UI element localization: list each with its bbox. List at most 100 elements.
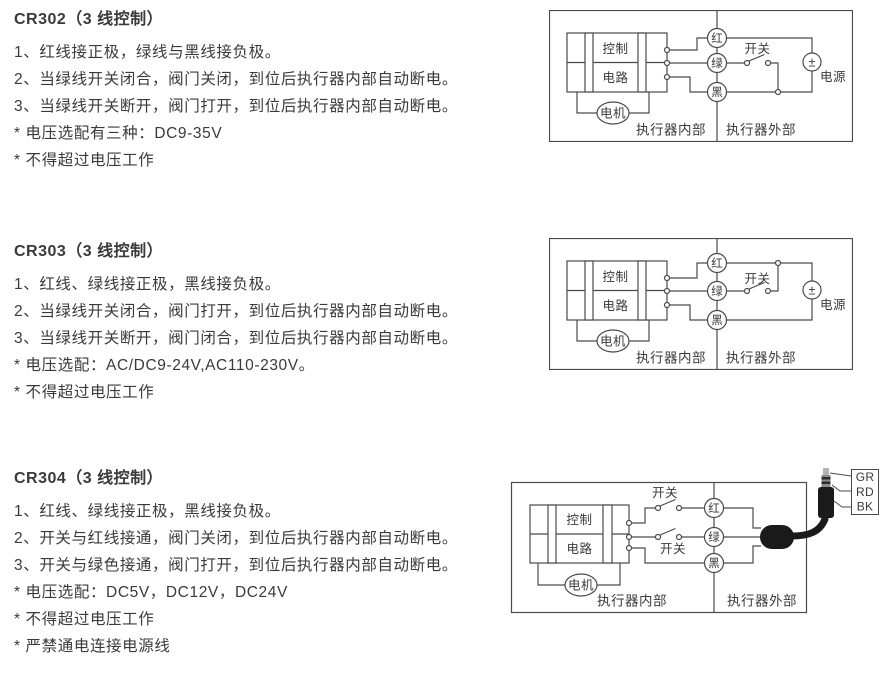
actuator-bar-left <box>547 504 557 564</box>
terminal-dot <box>625 519 633 527</box>
section-title-cr303: CR303（3 线控制） <box>14 243 164 260</box>
diagram-lines <box>510 481 808 614</box>
terminal-red-icon <box>703 497 725 519</box>
actuator-bar-right <box>637 260 647 321</box>
instruction-line: 2、当绿线开关闭合，阀门关闭，到位后执行器内部自动断电。 <box>14 71 458 88</box>
motor-wires <box>576 92 650 114</box>
actuator-outside-label: 执行器外部 <box>726 351 796 366</box>
switch-blade <box>659 498 676 507</box>
wire-label-black: 黑 <box>708 557 720 570</box>
motor-label: 电机 <box>600 335 626 349</box>
instruction-line: 1、红线、绿线接正极，黑线接负极。 <box>14 503 281 520</box>
switch-label: 开关 <box>744 272 770 286</box>
switch-blade <box>748 281 765 290</box>
plug-tip <box>823 468 829 476</box>
wire-label-green: 绿 <box>708 530 720 544</box>
motor-label: 电机 <box>600 107 626 121</box>
plug-ring-band <box>821 481 831 484</box>
terminal-black-icon <box>706 81 728 103</box>
terminal-red-icon <box>706 252 728 274</box>
switch-contact <box>743 287 751 295</box>
terminal-black-icon <box>703 552 725 574</box>
instruction-line: * 不得超过电压工作 <box>14 611 155 628</box>
terminal-dot <box>663 73 671 81</box>
pin-label-rd: RD <box>856 485 874 499</box>
wire-red-left <box>631 507 656 524</box>
section-cr303-text: CR303（3 线控制） 1、红线、绿线接正极，黑线接负极。 2、当绿线开关闭合… <box>14 240 458 406</box>
actuator-bar-right <box>602 504 613 564</box>
wire-red-right <box>726 37 813 53</box>
wire-black-left <box>631 547 704 564</box>
motor-label: 电机 <box>568 579 594 593</box>
junction-dot <box>774 259 782 267</box>
actuator-bar-left <box>584 32 594 93</box>
instruction-line: 2、开关与红线接通，阀门关闭，到位后执行器内部自动断电。 <box>14 530 458 547</box>
diagram-labels: 控制 电路 电机 红 绿 黑 开关 ± 电源 执行器内部 执行器外部 <box>600 257 846 366</box>
wire-red-left <box>669 262 707 279</box>
control-circuit-label: 电路 <box>602 298 628 313</box>
instruction-line: * 严禁通电连接电源线 <box>14 638 171 655</box>
terminal-dot <box>663 274 671 282</box>
pin-leader-lines <box>829 469 879 515</box>
wire-red-right <box>723 507 761 529</box>
pin-label-gr: GR <box>856 470 875 484</box>
control-circuit-label: 控制 <box>566 513 592 527</box>
switch-label-top: 开关 <box>652 486 678 500</box>
diagram-border <box>510 481 808 614</box>
terminal-dot <box>625 533 633 541</box>
instruction-line: 1、红线接正极，绿线与黑线接负极。 <box>14 44 281 61</box>
pin-line-gr <box>829 472 852 477</box>
wire-label-red: 红 <box>708 502 720 515</box>
wire-black-right <box>726 299 813 321</box>
instruction-line: 2、当绿线开关闭合，阀门打开，到位后执行器内部自动断电。 <box>14 303 458 320</box>
switch-contact <box>764 287 772 295</box>
terminal-red-icon <box>706 27 728 49</box>
diagram-border <box>549 238 853 370</box>
motor-wires <box>576 320 650 342</box>
switch-contact <box>675 533 683 541</box>
wiring-diagram-cr304: GR RD BK 控制 电路 电机 开关 开关 红 绿 黑 执行器内部 执行器外… <box>510 468 879 614</box>
instruction-line: 3、开关与绿色接通，阀门打开，到位后执行器内部自动断电。 <box>14 557 458 574</box>
power-label: 电源 <box>820 70 846 84</box>
instruction-line: 3、当绿线开关断开，阀门打开，到位后执行器内部自动断电。 <box>14 98 458 115</box>
wire-red-left <box>669 37 707 51</box>
terminal-black-icon <box>706 309 728 331</box>
instruction-line: 3、当绿线开关断开，阀门闭合，到位后执行器内部自动断电。 <box>14 330 458 347</box>
switch-contact <box>764 59 772 67</box>
cable <box>787 515 829 540</box>
pin-label-box <box>851 469 879 515</box>
switch-blade <box>748 53 765 62</box>
instruction-line: 1、红线、绿线接正极，黑线接负极。 <box>14 276 281 293</box>
motor-icon <box>596 101 630 125</box>
terminal-dot <box>663 301 671 309</box>
actuator-outside-label: 执行器外部 <box>727 594 797 609</box>
plug-rings <box>821 475 831 487</box>
switch-contact <box>743 59 751 67</box>
actuator-bar-right <box>637 32 647 93</box>
cable-and-plug: GR RD BK <box>760 468 879 549</box>
control-circuit-label: 控制 <box>602 270 628 284</box>
wire-black-left <box>669 304 707 321</box>
instruction-line: * 不得超过电压工作 <box>14 384 155 401</box>
diagram-labels: 控制 电路 电机 红 绿 黑 开关 ± 电源 执行器内部 执行器外部 <box>600 32 846 138</box>
wire-label-black: 黑 <box>711 314 723 327</box>
wire-switch-to-red <box>770 265 779 292</box>
motor-icon <box>564 573 598 597</box>
pin-line-rd <box>831 484 851 492</box>
wire-label-red: 红 <box>711 257 723 270</box>
instruction-line: * 不得超过电压工作 <box>14 152 155 169</box>
control-circuit-label: 电路 <box>602 70 628 85</box>
actuator-inside-label: 执行器内部 <box>636 351 706 366</box>
instruction-line: * 电压选配：DC5V，DC12V，DC24V <box>14 584 288 601</box>
wiring-diagram-cr302: 控制 电路 电机 红 绿 黑 开关 ± 电源 执行器内部 执行器外部 <box>549 10 853 142</box>
terminal-green-icon <box>706 280 728 302</box>
wire-black-right <box>723 545 761 564</box>
switch-contact <box>654 533 662 541</box>
power-source-icon <box>802 52 822 72</box>
wire-label-green: 绿 <box>711 284 723 298</box>
switch-label-bottom: 开关 <box>660 542 686 556</box>
wire-label-black: 黑 <box>711 86 723 99</box>
pin-label-bk: BK <box>857 500 874 514</box>
actuator-bar-left <box>584 260 594 321</box>
